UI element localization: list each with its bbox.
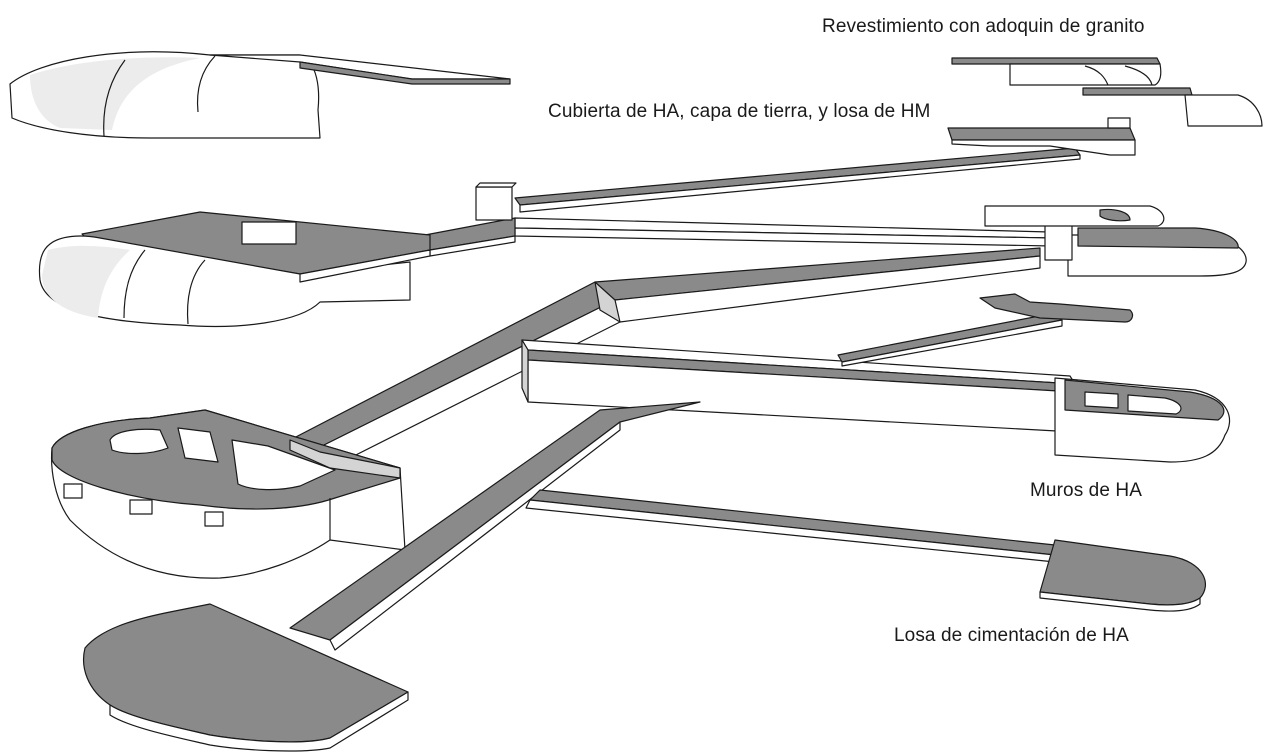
- roof-left-shell: [38, 235, 411, 327]
- roof-skylight-box-top: [475, 182, 517, 188]
- walls-left-room-void-2: [177, 427, 219, 463]
- foundation-arm-side: [525, 499, 1056, 563]
- foundation-arm-top: [529, 489, 1056, 556]
- walls-main-end: [521, 339, 529, 403]
- roof-corridor-top-upper: [514, 147, 1081, 206]
- roof-right-room-outline: [984, 205, 1165, 227]
- roof-left-shell-shade: [42, 245, 130, 318]
- paving-right-plate: [951, 57, 1161, 65]
- roof-right-room-ring: [1099, 208, 1131, 222]
- walls-opening-1: [63, 483, 83, 499]
- paving-right-small-shell: [1184, 94, 1263, 127]
- foundation-corridor-side: [329, 421, 621, 651]
- walls-right-room-void-1: [1084, 391, 1119, 409]
- roof-left-seam-1: [123, 249, 146, 319]
- roof-right-top-plate: [947, 127, 1136, 141]
- roof-right-plate-side: [951, 139, 1136, 156]
- roof-right-room-top: [1077, 227, 1239, 249]
- layer-granite-paving: [9, 51, 1263, 139]
- paving-right-shell: [1009, 63, 1162, 86]
- paving-left-shell-seam-2: [196, 55, 216, 113]
- layer-roof-slab: [38, 117, 1247, 327]
- roof-left-skylight: [241, 221, 297, 245]
- roof-corridor-side-upper: [519, 154, 1081, 213]
- walls-right-room-void-2: [1127, 394, 1182, 415]
- roof-left-seam-2: [186, 259, 206, 325]
- roof-left-link-side: [299, 249, 431, 283]
- paving-left-shell-shade: [30, 57, 200, 130]
- walls-opening-2: [129, 499, 153, 515]
- walls-left-corridor: [289, 439, 401, 479]
- foundation-right-pad-side: [1039, 591, 1201, 612]
- label-foundation-slab: Losa de cimentación de HA: [894, 625, 1129, 646]
- paving-left-plate-edge: [299, 61, 511, 85]
- walls-left-room-void-3: [231, 439, 336, 491]
- walls-left-room-void-1: [109, 428, 169, 455]
- paving-right-small-plate: [1082, 87, 1193, 96]
- roof-skylight-box: [475, 186, 513, 221]
- walls-opening-3: [204, 511, 224, 527]
- label-walls: Muros de HA: [1030, 480, 1142, 501]
- layer-foundation: [83, 401, 1206, 752]
- walls-corridor-front: [594, 281, 621, 323]
- label-granite-paving: Revestimiento con adoquin de granito: [822, 16, 1145, 37]
- foundation-left-pad-side: [109, 691, 409, 752]
- walls-arm-side: [841, 319, 1063, 367]
- walls-arm-top: [837, 311, 1063, 363]
- label-roof-slab: Cubierta de HA, capa de tierra, y losa d…: [548, 101, 931, 122]
- walls-arm-end: [979, 293, 1134, 323]
- paving-right-shell-curve: [1084, 65, 1153, 86]
- roof-right-block: [1107, 117, 1131, 129]
- foundation-corridor-top: [289, 401, 701, 641]
- paving-left-shell-seam: [103, 59, 126, 137]
